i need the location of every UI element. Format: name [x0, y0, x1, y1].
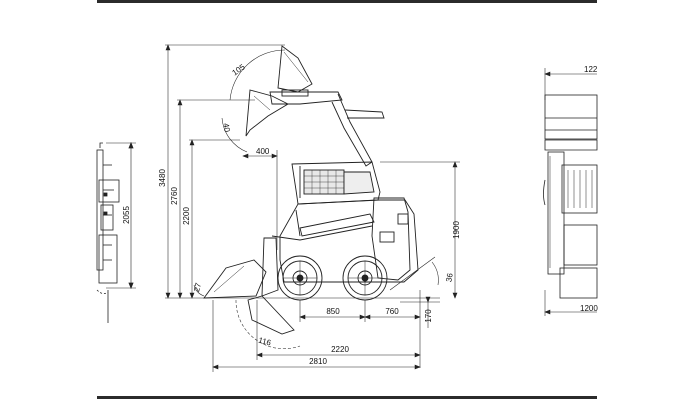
bottom-border-band — [97, 396, 597, 399]
label-left-height: 2055 — [122, 206, 131, 224]
label-height-hinge: 2760 — [170, 187, 179, 205]
label-clearance: 170 — [424, 309, 433, 323]
label-length-total: 2810 — [309, 357, 327, 366]
label-rear-bottom-width: 1200 — [580, 304, 598, 313]
label-angle-top: 105 — [231, 62, 248, 77]
side-view-dimensions — [165, 44, 460, 372]
dimension-labels: 3480 2760 2200 400 105 40 27 116 1900 36… — [122, 62, 598, 366]
label-wheelbase: 850 — [326, 307, 340, 316]
label-reach: 400 — [256, 147, 270, 156]
label-rear-top-width: 122 — [584, 65, 598, 74]
label-height-max: 3480 — [158, 169, 167, 187]
top-border-band — [97, 0, 597, 3]
label-angle-ground: 27 — [192, 281, 203, 292]
left-view-height-dimension — [106, 141, 136, 290]
label-angle-dump: 40 — [221, 122, 232, 133]
label-angle-rollback: 116 — [257, 336, 272, 348]
rear-view-dimensions — [544, 68, 597, 316]
label-departure-angle: 36 — [444, 272, 455, 283]
label-height-dump: 2200 — [182, 207, 191, 225]
left-view-machine — [96, 142, 120, 323]
label-rear-length: 760 — [385, 307, 399, 316]
label-length-no-bucket: 2220 — [331, 345, 349, 354]
label-cab-height: 1900 — [452, 221, 461, 239]
side-view-machine — [203, 45, 419, 335]
rear-view-machine — [543, 94, 598, 299]
